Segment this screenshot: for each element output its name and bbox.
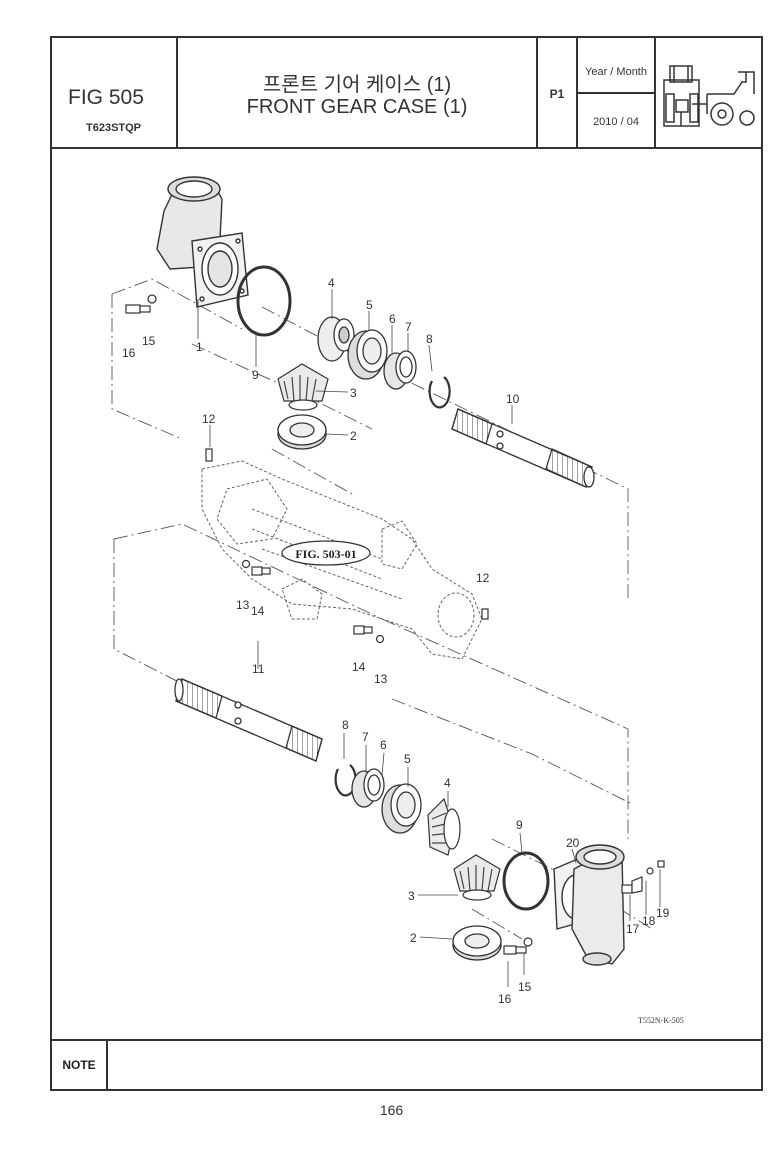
gear-housing-upper [156, 176, 249, 308]
callout-10: 10 [506, 392, 520, 406]
bolt-lower [503, 937, 533, 955]
callout-20: 20 [566, 836, 580, 850]
title-english: FRONT GEAR CASE (1) [246, 96, 468, 118]
bolt-upper-left [125, 294, 157, 314]
circlip-8-upper [428, 376, 451, 409]
callout-5: 5 [366, 298, 373, 312]
callout-15-lower: 15 [518, 980, 532, 994]
reference-fig-text: FIG. 503-01 [295, 547, 356, 561]
callout-3-lower: 3 [408, 889, 415, 903]
bearing-5-lower [381, 783, 422, 834]
tractor-icon [663, 65, 755, 127]
callout-1: 1 [196, 340, 203, 354]
shaft-10 [451, 408, 595, 488]
bearing-2-upper [277, 414, 327, 450]
page-label: P1 [549, 87, 565, 101]
callout-11: 11 [252, 662, 265, 676]
callout-14-right: 14 [352, 660, 366, 674]
callout-12: 12 [202, 412, 216, 426]
date-value: 2010 / 04 [593, 116, 639, 128]
header-table: FIG 505 T623STQP 프론트 기어 케이스 (1) FRONT GE… [52, 38, 761, 149]
callout-12-right: 12 [476, 571, 490, 585]
pinion-3-upper [277, 363, 329, 411]
title-cell: 프론트 기어 케이스 (1) FRONT GEAR CASE (1) [178, 38, 538, 147]
callout-8-lower: 8 [342, 718, 349, 732]
date-label: Year / Month [585, 66, 647, 78]
centre-lines [111, 278, 653, 940]
shaft-11 [174, 678, 323, 762]
gear-housing-20 [553, 844, 625, 966]
drawing-code: T552N-K-505 [638, 1016, 684, 1025]
callout-6-lower: 6 [380, 738, 387, 752]
callout-numbers: 1 2 3 4 5 6 7 8 9 10 12 15 16 13 14 12 1… [122, 276, 670, 1006]
fig-number: FIG 505 [68, 86, 144, 109]
callout-17: 17 [626, 922, 640, 936]
o-ring-lower [502, 851, 550, 911]
title-korean: 프론트 기어 케이스 (1) [262, 74, 452, 96]
callout-19: 19 [656, 906, 670, 920]
page-frame: FIG 505 T623STQP 프론트 기어 케이스 (1) FRONT GE… [50, 36, 763, 1091]
callout-15: 15 [142, 334, 156, 348]
callout-8: 8 [426, 332, 433, 346]
pinion-3-lower [453, 854, 501, 901]
reference-fig-callout: FIG. 503-01 [281, 540, 371, 566]
circlip-8-lower [334, 764, 357, 797]
note-row: NOTE [52, 1039, 761, 1089]
bevel-gear-4-upper [317, 316, 355, 362]
collar-6-7-upper [383, 350, 417, 390]
nipple-17-18-19 [621, 860, 665, 894]
icon-cell [656, 38, 761, 147]
callout-9-lower: 9 [516, 818, 523, 832]
callout-5-lower: 5 [404, 752, 411, 766]
callout-14: 14 [251, 604, 265, 618]
note-label: NOTE [52, 1041, 108, 1089]
fig-cell: FIG 505 T623STQP [52, 38, 178, 147]
callout-4-lower: 4 [444, 776, 451, 790]
callout-16: 16 [122, 346, 136, 360]
collar-6-7-lower [351, 768, 385, 808]
callout-4: 4 [328, 276, 335, 290]
page-number: 166 [379, 1102, 404, 1118]
bearing-2-lower [452, 925, 502, 961]
leader-lines [197, 289, 661, 987]
callout-13-right: 13 [374, 672, 388, 686]
callout-7: 7 [405, 320, 412, 334]
callout-3: 3 [350, 386, 357, 400]
bolts-13-14 [241, 559, 489, 644]
o-ring-upper [236, 265, 292, 337]
model-code: T623STQP [86, 122, 142, 134]
callout-7-lower: 7 [362, 730, 369, 744]
bevel-gear-4-lower [427, 797, 461, 856]
page-cell: P1 [538, 38, 578, 147]
callout-13: 13 [236, 598, 250, 612]
callout-2: 2 [350, 429, 357, 443]
date-cell: Year / Month 2010 / 04 [578, 38, 656, 147]
pin-12-upper [205, 448, 213, 462]
bearing-5-upper [347, 329, 388, 380]
callout-16-lower: 16 [498, 992, 512, 1006]
callout-6: 6 [389, 312, 396, 326]
callout-9: 9 [252, 368, 259, 382]
callout-18: 18 [642, 914, 656, 928]
exploded-parts-diagram: FIG. 503-01 [52, 149, 761, 1039]
diagram-svg: FIG. 503-01 [111, 176, 684, 1025]
callout-2-lower: 2 [410, 931, 417, 945]
